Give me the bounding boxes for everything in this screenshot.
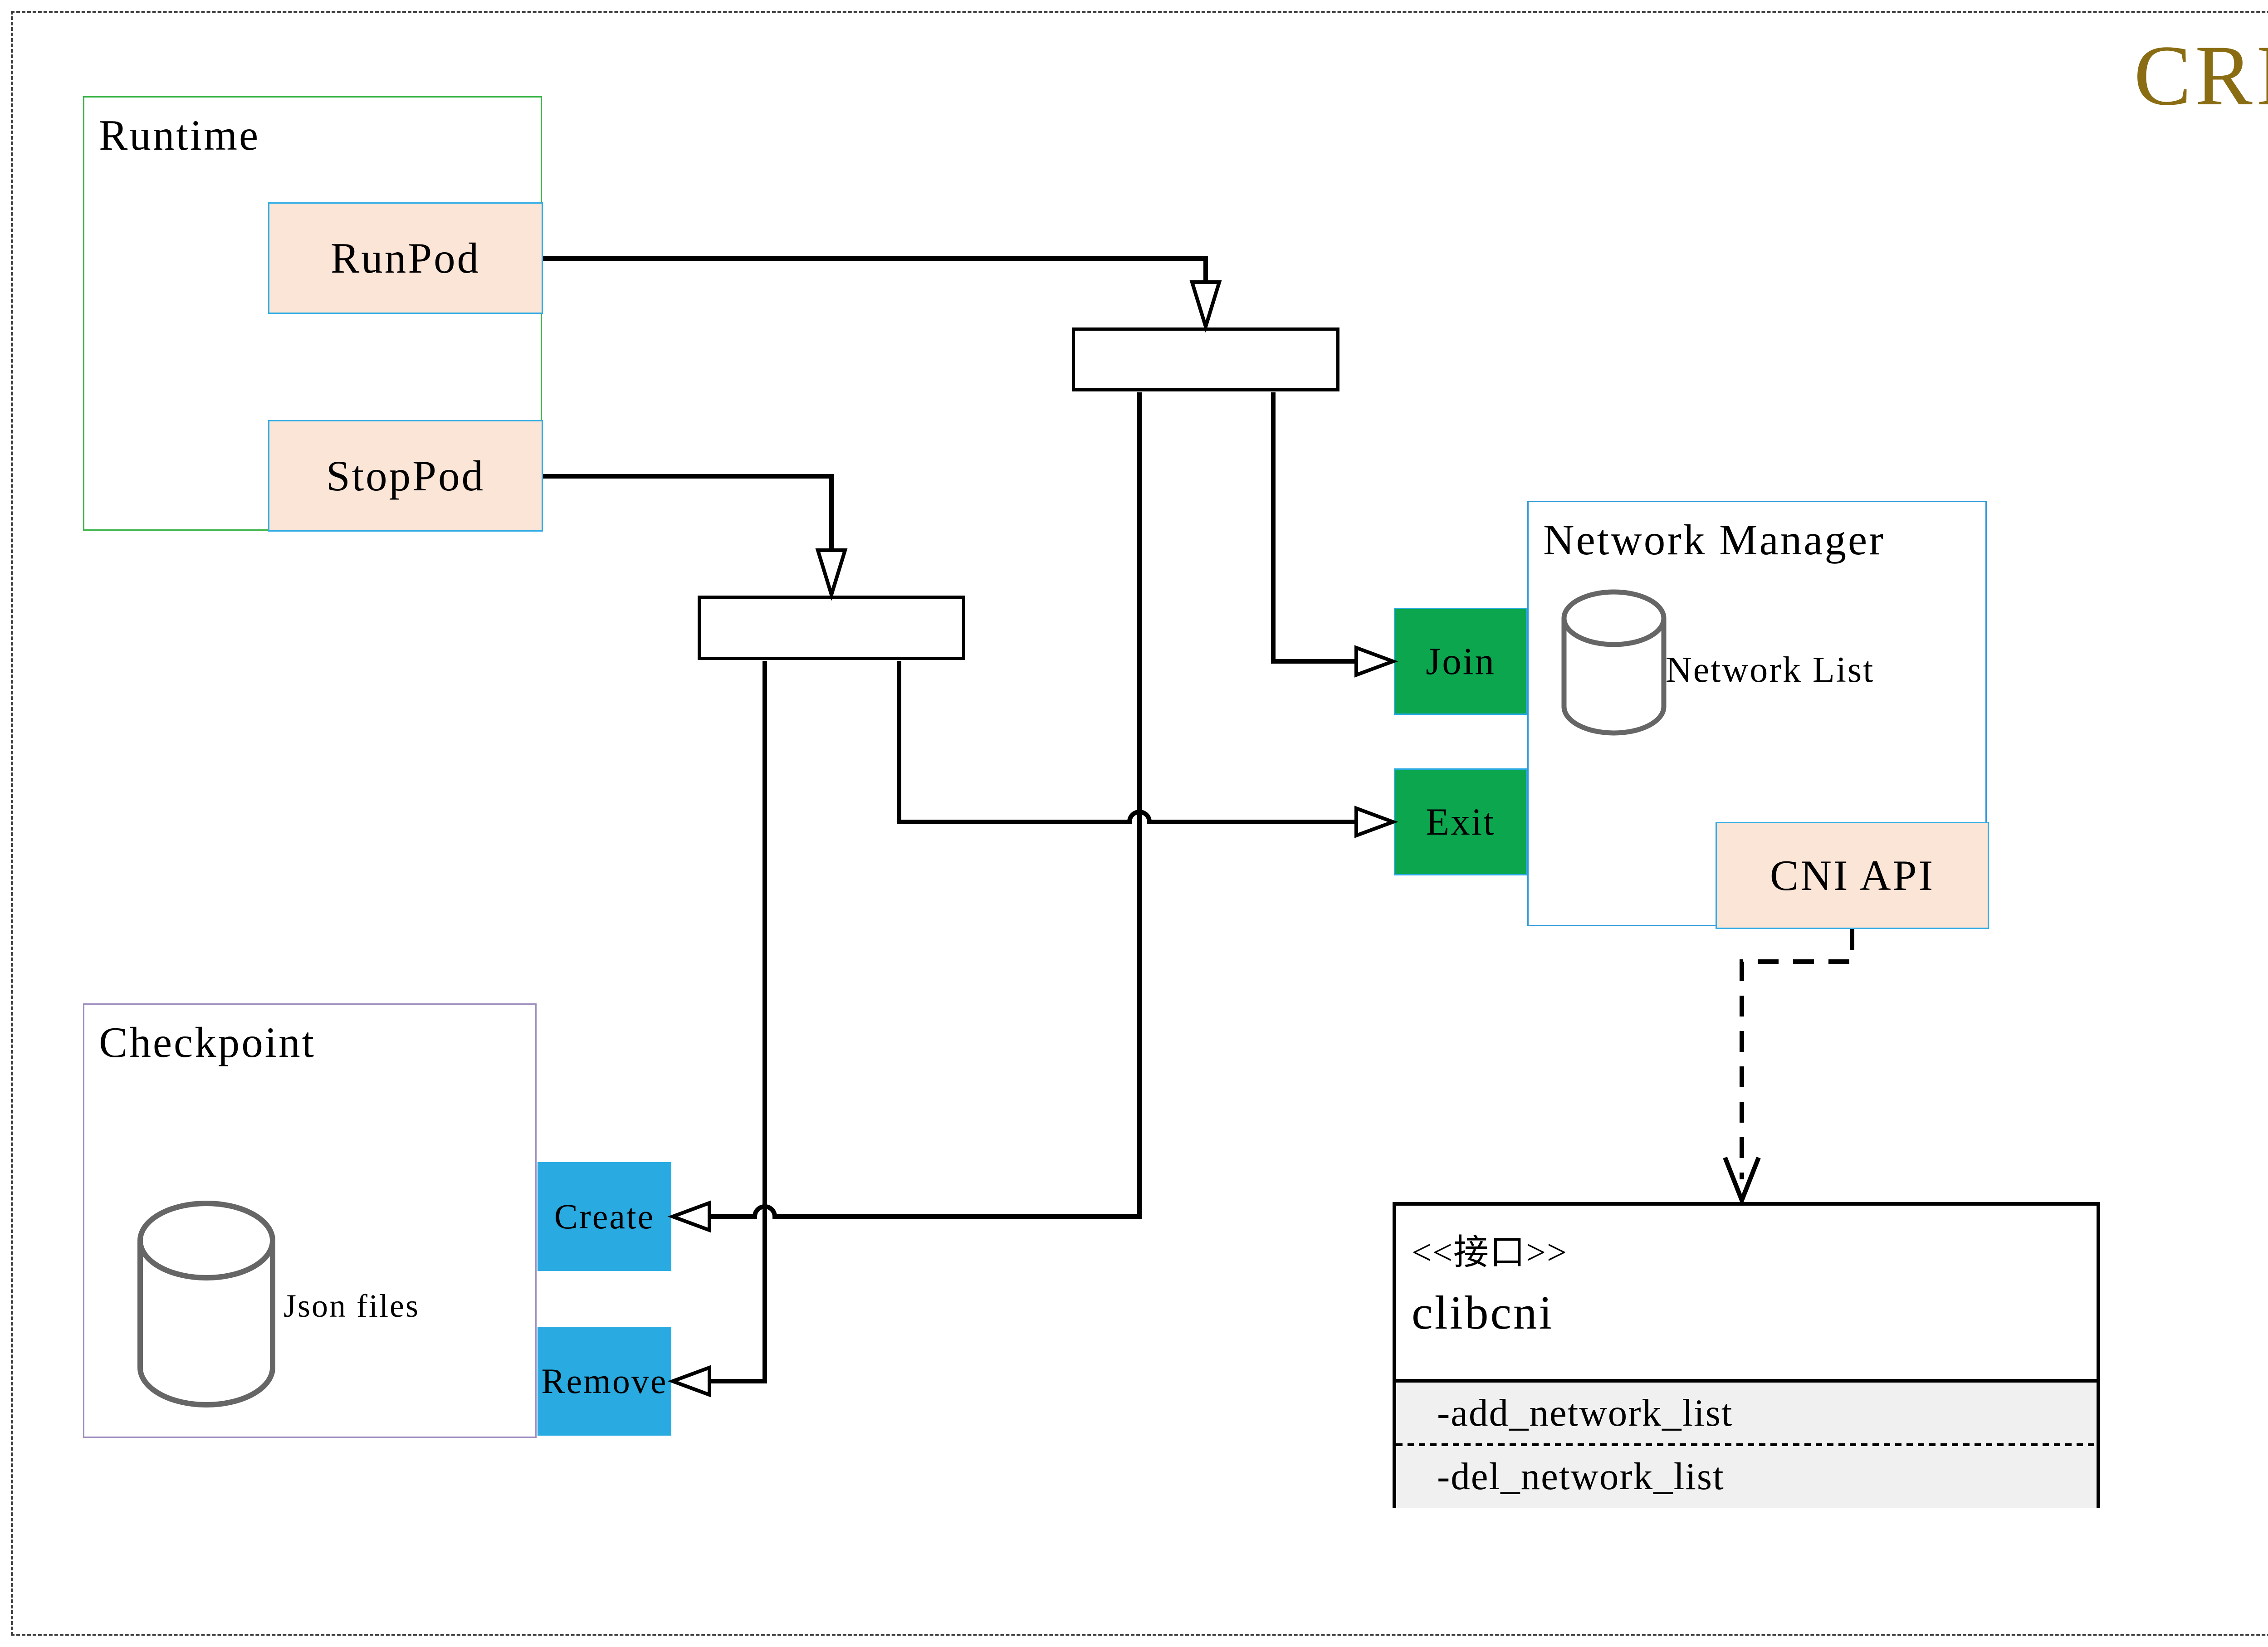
clibcni-header: <<接口>> clibcni bbox=[1396, 1206, 2097, 1379]
remove-label: Remove bbox=[541, 1361, 668, 1401]
join-label: Join bbox=[1426, 640, 1496, 683]
remove-node: Remove bbox=[538, 1327, 671, 1436]
checkpoint-group-box: Checkpoint bbox=[83, 1003, 537, 1438]
clibcni-method-del: -del_network_list bbox=[1437, 1455, 1725, 1498]
clibcni-method-divider bbox=[1396, 1443, 2097, 1446]
exit-label: Exit bbox=[1426, 801, 1496, 843]
cni-api-node: CNI API bbox=[1716, 822, 1989, 929]
clibcni-name: clibcni bbox=[1412, 1286, 1554, 1339]
clibcni-method-add: -add_network_list bbox=[1437, 1392, 1733, 1434]
page-dashed-border bbox=[11, 11, 2268, 1636]
join-node: Join bbox=[1394, 608, 1527, 715]
pod-setup-step-box bbox=[1072, 327, 1339, 391]
clibcni-interface-box: <<接口>> clibcni -add_network_list -del_ne… bbox=[1393, 1202, 2100, 1508]
runpod-node: RunPod bbox=[268, 202, 543, 314]
stoppod-node: StopPod bbox=[268, 420, 543, 532]
create-node: Create bbox=[538, 1162, 671, 1271]
diagram-title: CRI bbox=[2134, 28, 2268, 123]
clibcni-stereotype: <<接口>> bbox=[1412, 1232, 1568, 1272]
cni-api-label: CNI API bbox=[1769, 851, 1935, 899]
runtime-label: Runtime bbox=[99, 111, 260, 159]
stoppod-label: StopPod bbox=[326, 452, 485, 500]
network-list-label: Network List bbox=[1666, 650, 1875, 690]
clibcni-methods-compartment: -add_network_list -del_network_list bbox=[1396, 1379, 2097, 1508]
network-manager-label: Network Manager bbox=[1543, 516, 1885, 564]
json-files-label: Json files bbox=[284, 1288, 420, 1324]
checkpoint-label: Checkpoint bbox=[99, 1018, 316, 1066]
create-label: Create bbox=[554, 1197, 655, 1236]
pod-teardown-step-box bbox=[698, 596, 965, 660]
exit-node: Exit bbox=[1394, 768, 1527, 875]
runpod-label: RunPod bbox=[330, 234, 481, 282]
